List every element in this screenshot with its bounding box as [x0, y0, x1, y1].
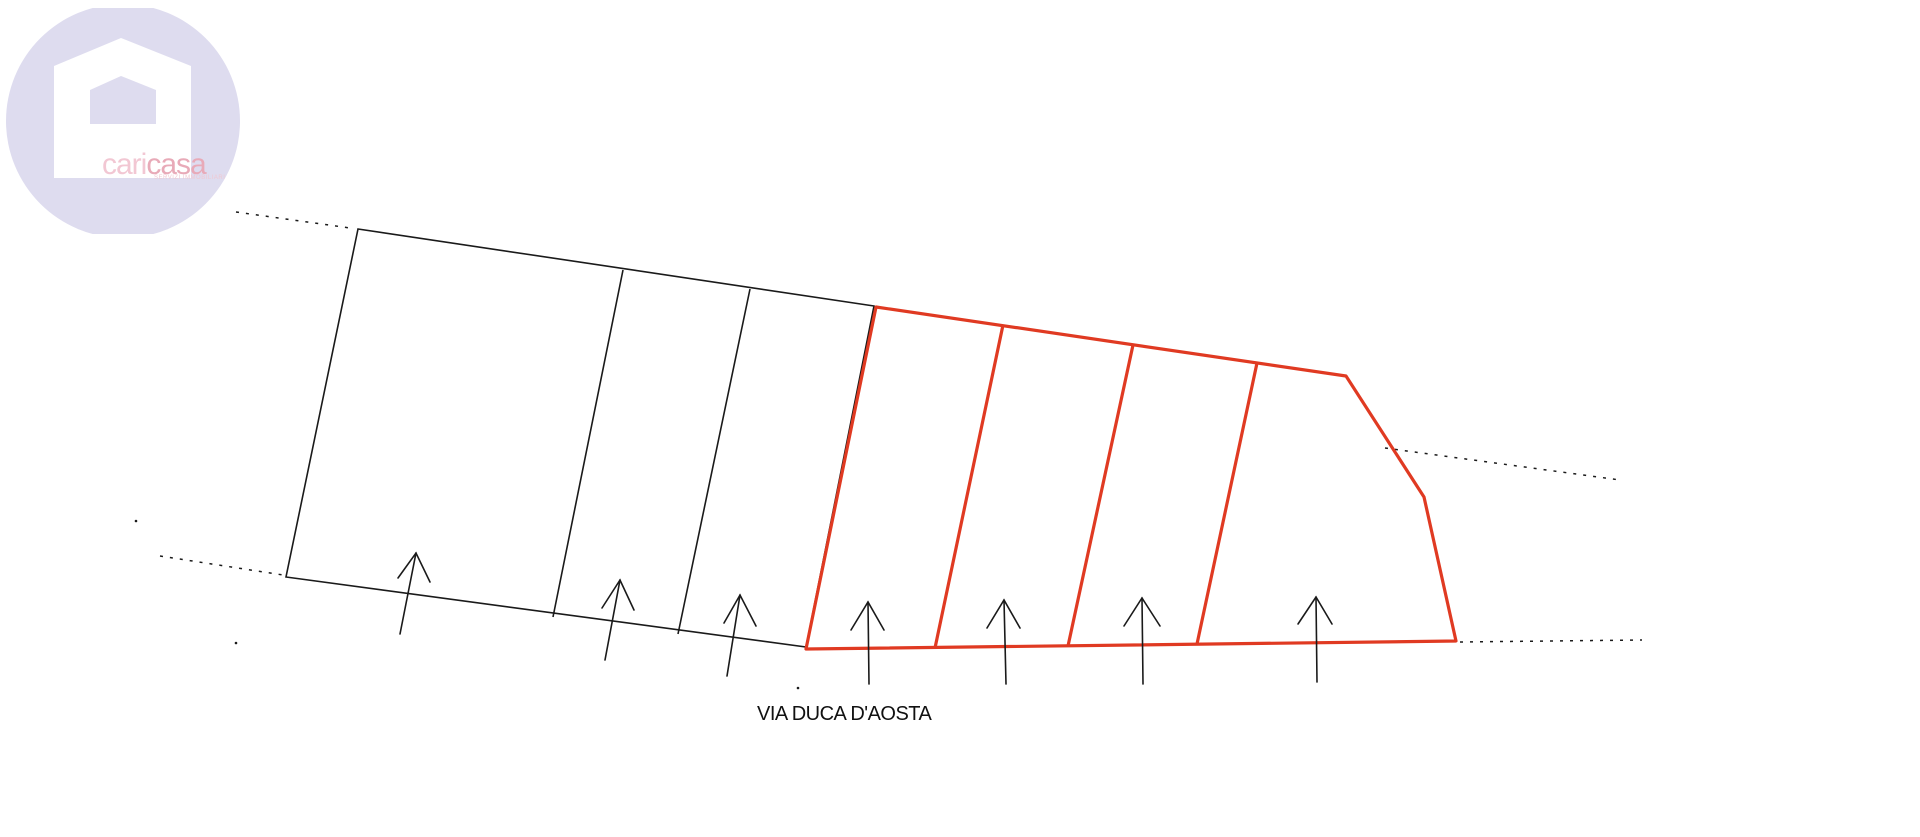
- dashed-line-top-left: [235, 211, 351, 229]
- plot-divider-1: [552, 269, 624, 618]
- highlighted-plots-outline: [804, 305, 1458, 651]
- stray-dots: [134, 519, 800, 690]
- adjacent-boundaries: [159, 211, 1643, 643]
- street-label: VIA DUCA D'AOSTA: [757, 703, 932, 725]
- arrow-up-icon: [723, 593, 757, 677]
- plot-divider-2: [677, 288, 751, 635]
- dashed-line-bottom-left: [159, 555, 284, 576]
- arrow-up-icon: [397, 551, 431, 635]
- arrow-up-icon: [850, 600, 885, 685]
- highlighted-plots: [804, 305, 1458, 651]
- arrow-up-icon: [1297, 595, 1333, 683]
- existing-plots-outline: [285, 228, 875, 648]
- logo-tagline: SERVIZI IMMOBILIARI: [154, 175, 226, 181]
- arrow-up-icon: [601, 578, 635, 661]
- existing-plots: [285, 228, 875, 648]
- dashed-line-right: [1384, 447, 1621, 481]
- logo-wordmark: caricasa: [102, 148, 207, 181]
- access-arrows: [397, 551, 1333, 685]
- highlighted-divider-2: [1066, 344, 1135, 647]
- highlighted-divider-3: [1195, 362, 1259, 645]
- caricasa-logo: caricasa SERVIZI IMMOBILIARI: [6, 4, 240, 238]
- arrow-up-icon: [986, 598, 1021, 685]
- house-logo-icon: [6, 4, 240, 238]
- arrow-up-icon: [1123, 596, 1161, 685]
- highlighted-divider-1: [933, 324, 1005, 649]
- dashed-line-bottom-right: [1459, 639, 1643, 643]
